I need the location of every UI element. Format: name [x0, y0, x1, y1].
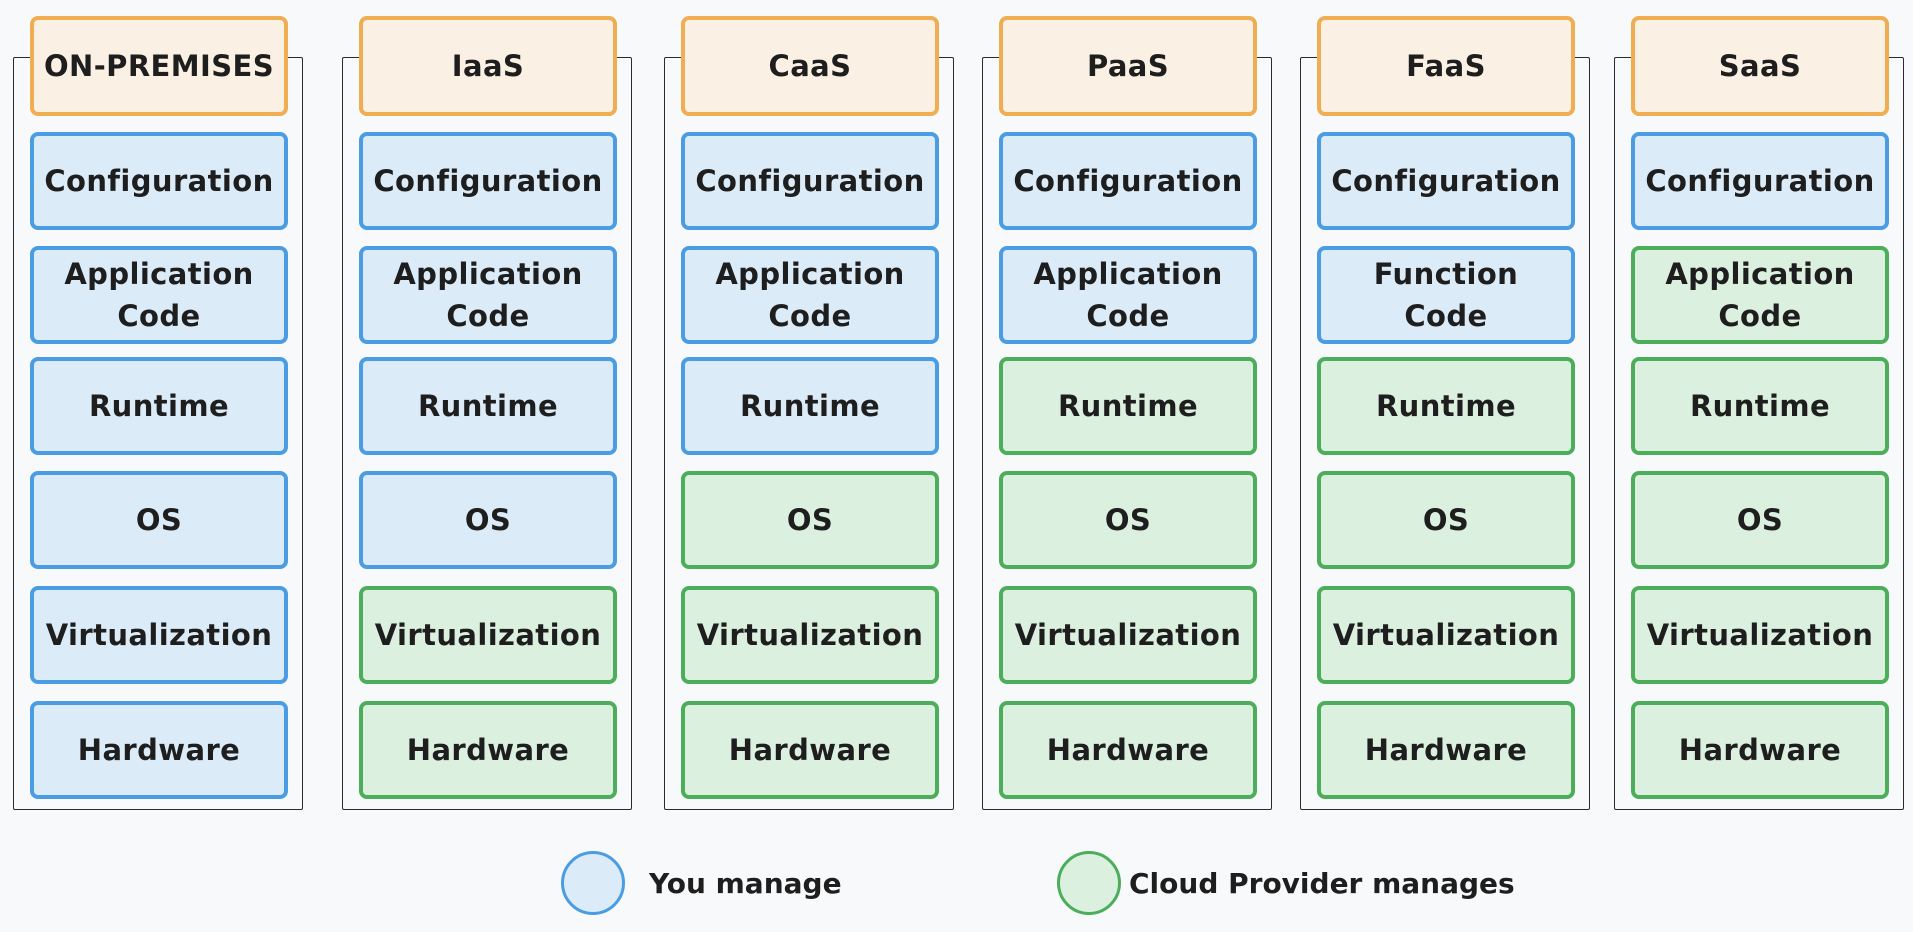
column-header-caas: CaaS	[681, 16, 939, 116]
column-header-iaas: IaaS	[359, 16, 617, 116]
layer-virtualization-cloud: Virtualization	[681, 586, 939, 684]
layer-configuration-you: Configuration	[30, 132, 288, 230]
column-header-paas: PaaS	[999, 16, 1257, 116]
layer-application-code-you: Application Code	[999, 246, 1257, 344]
layer-virtualization-cloud: Virtualization	[1631, 586, 1889, 684]
layer-runtime-cloud: Runtime	[1317, 357, 1575, 455]
layer-function-code-you: Function Code	[1317, 246, 1575, 344]
layer-runtime-you: Runtime	[681, 357, 939, 455]
layer-configuration-you: Configuration	[1631, 132, 1889, 230]
layer-application-code-you: Application Code	[30, 246, 288, 344]
legend-cloud-manages-label: Cloud Provider manages	[1129, 866, 1515, 900]
layer-application-code-cloud: Application Code	[1631, 246, 1889, 344]
layer-hardware-cloud: Hardware	[359, 701, 617, 799]
layer-virtualization-cloud: Virtualization	[999, 586, 1257, 684]
legend-cloud-manages: Cloud Provider manages	[1057, 851, 1515, 915]
layer-virtualization-cloud: Virtualization	[1317, 586, 1575, 684]
layer-configuration-you: Configuration	[1317, 132, 1575, 230]
column-header-saas: SaaS	[1631, 16, 1889, 116]
layer-virtualization-you: Virtualization	[30, 586, 288, 684]
layer-configuration-you: Configuration	[681, 132, 939, 230]
layer-application-code-you: Application Code	[681, 246, 939, 344]
layer-hardware-cloud: Hardware	[1317, 701, 1575, 799]
layer-hardware-cloud: Hardware	[681, 701, 939, 799]
layer-os-cloud: OS	[1631, 471, 1889, 569]
layer-hardware-you: Hardware	[30, 701, 288, 799]
legend-cloud-manages-swatch	[1057, 851, 1121, 915]
column-header-faas: FaaS	[1317, 16, 1575, 116]
legend-you-manage-label: You manage	[649, 866, 842, 900]
legend-you-manage: You manage	[561, 851, 842, 915]
layer-os-cloud: OS	[681, 471, 939, 569]
layer-hardware-cloud: Hardware	[999, 701, 1257, 799]
layer-os-you: OS	[30, 471, 288, 569]
legend-you-manage-swatch	[561, 851, 625, 915]
layer-os-you: OS	[359, 471, 617, 569]
layer-runtime-you: Runtime	[30, 357, 288, 455]
layer-os-cloud: OS	[1317, 471, 1575, 569]
layer-configuration-you: Configuration	[359, 132, 617, 230]
layer-virtualization-cloud: Virtualization	[359, 586, 617, 684]
layer-os-cloud: OS	[999, 471, 1257, 569]
layer-configuration-you: Configuration	[999, 132, 1257, 230]
layer-application-code-you: Application Code	[359, 246, 617, 344]
column-header-on-premises: ON-PREMISES	[30, 16, 288, 116]
layer-runtime-cloud: Runtime	[999, 357, 1257, 455]
layer-runtime-cloud: Runtime	[1631, 357, 1889, 455]
layer-runtime-you: Runtime	[359, 357, 617, 455]
layer-hardware-cloud: Hardware	[1631, 701, 1889, 799]
